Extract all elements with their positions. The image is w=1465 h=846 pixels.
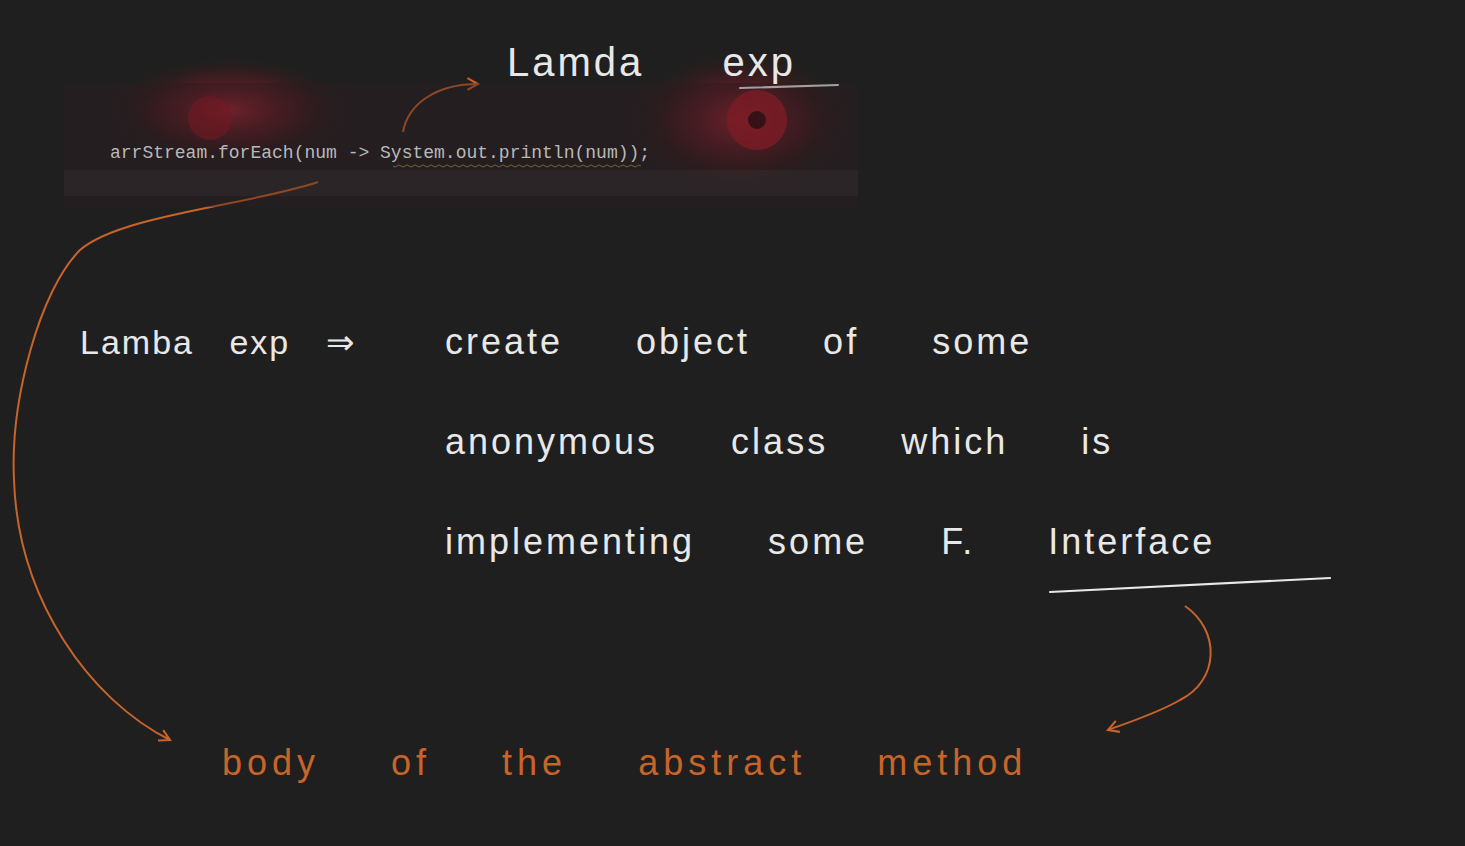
underline: [1050, 578, 1330, 592]
annotation-arrow: [1108, 606, 1211, 730]
code-panel: arrStream.forEach(num -> System.out.prin…: [64, 83, 858, 207]
definition-text: create object of some anonymous class wh…: [445, 292, 1285, 592]
code-line: arrStream.forEach(num -> System.out.prin…: [110, 143, 858, 163]
orange-note: body of the abstract method: [222, 742, 1027, 784]
annotation-arrow: [14, 182, 318, 740]
definition-term: Lamba exp ⇒: [80, 322, 356, 362]
title-note: Lamda exp: [507, 40, 796, 85]
